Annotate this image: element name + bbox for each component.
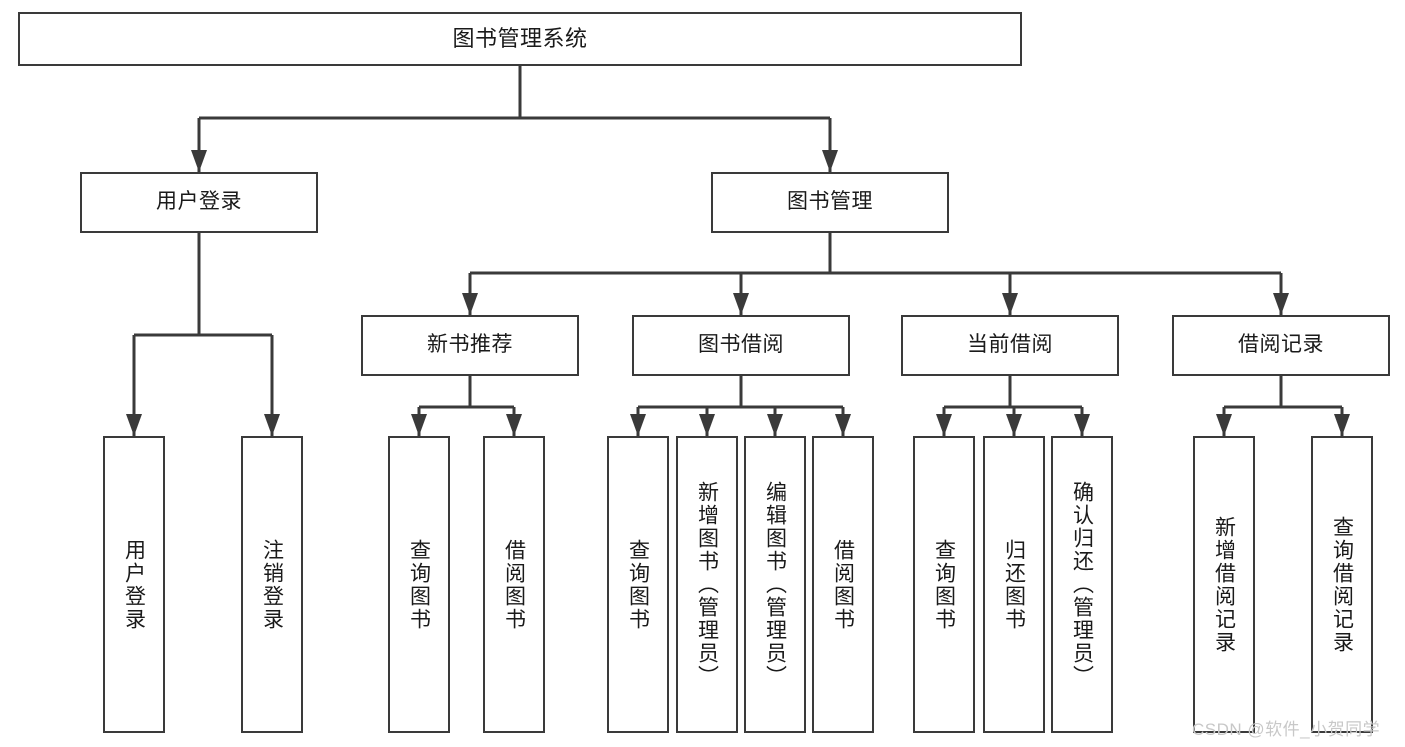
arrowhead-icon — [1074, 414, 1090, 436]
node-root[interactable]: 图书管理系统 — [18, 12, 1022, 66]
csdn-watermark: CSDN @软件_小贺同学 — [1192, 720, 1381, 739]
node-label: 新书推荐 — [427, 333, 513, 357]
node-label: 查询借阅记录 — [1330, 515, 1354, 654]
node-current-borrow[interactable]: 当前借阅 — [901, 315, 1119, 376]
node-label: 查询图书 — [932, 538, 956, 631]
node-label: 借阅记录 — [1238, 333, 1324, 357]
arrowhead-icon — [1006, 414, 1022, 436]
node-user-login[interactable]: 用户登录 — [80, 172, 318, 233]
arrowhead-icon — [822, 150, 838, 172]
node-label: 借阅图书 — [831, 538, 855, 631]
node-leaf-rec-borrow-book[interactable]: 借阅图书 — [483, 436, 545, 733]
node-leaf-user-logout[interactable]: 注销登录 — [241, 436, 303, 733]
node-leaf-borrow-add-book[interactable]: 新增图书（管理员） — [676, 436, 738, 733]
node-leaf-record-add[interactable]: 新增借阅记录 — [1193, 436, 1255, 733]
node-new-book-rec[interactable]: 新书推荐 — [361, 315, 579, 376]
arrowhead-icon — [191, 150, 207, 172]
node-label: 当前借阅 — [967, 333, 1053, 357]
node-book-borrow[interactable]: 图书借阅 — [632, 315, 850, 376]
node-leaf-current-return-book[interactable]: 归还图书 — [983, 436, 1045, 733]
arrowhead-icon — [1273, 293, 1289, 315]
node-label: 图书借阅 — [698, 333, 784, 357]
arrowhead-icon — [835, 414, 851, 436]
arrowhead-icon — [1216, 414, 1232, 436]
node-leaf-user-login[interactable]: 用户登录 — [103, 436, 165, 733]
arrowhead-icon — [506, 414, 522, 436]
arrowhead-icon — [936, 414, 952, 436]
node-label: 新增借阅记录 — [1212, 515, 1236, 654]
node-label: 注销登录 — [260, 538, 284, 631]
node-label: 新增图书（管理员） — [695, 481, 719, 688]
arrowhead-icon — [264, 414, 280, 436]
node-leaf-rec-query-book[interactable]: 查询图书 — [388, 436, 450, 733]
node-leaf-record-query[interactable]: 查询借阅记录 — [1311, 436, 1373, 733]
arrowhead-icon — [462, 293, 478, 315]
arrowhead-icon — [126, 414, 142, 436]
node-leaf-borrow-query-book[interactable]: 查询图书 — [607, 436, 669, 733]
node-label: 确认归还（管理员） — [1070, 481, 1094, 688]
node-label: 用户登录 — [156, 190, 242, 214]
arrowhead-icon — [699, 414, 715, 436]
node-leaf-current-query-book[interactable]: 查询图书 — [913, 436, 975, 733]
node-label: 查询图书 — [407, 538, 431, 631]
node-label: 查询图书 — [626, 538, 650, 631]
node-label: 图书管理系统 — [452, 25, 588, 51]
node-label: 用户登录 — [122, 538, 146, 631]
node-label: 借阅图书 — [502, 538, 526, 631]
node-label: 归还图书 — [1002, 538, 1026, 631]
node-book-manage[interactable]: 图书管理 — [711, 172, 949, 233]
arrowhead-icon — [1334, 414, 1350, 436]
arrowhead-icon — [630, 414, 646, 436]
node-leaf-current-confirm-return[interactable]: 确认归还（管理员） — [1051, 436, 1113, 733]
node-label: 图书管理 — [787, 190, 873, 214]
arrowhead-icon — [411, 414, 427, 436]
node-borrow-record[interactable]: 借阅记录 — [1172, 315, 1390, 376]
arrowhead-icon — [733, 293, 749, 315]
arrowhead-icon — [1002, 293, 1018, 315]
node-leaf-borrow-edit-book[interactable]: 编辑图书（管理员） — [744, 436, 806, 733]
node-leaf-borrow-borrow-book[interactable]: 借阅图书 — [812, 436, 874, 733]
node-label: 编辑图书（管理员） — [763, 481, 787, 688]
arrowhead-icon — [767, 414, 783, 436]
